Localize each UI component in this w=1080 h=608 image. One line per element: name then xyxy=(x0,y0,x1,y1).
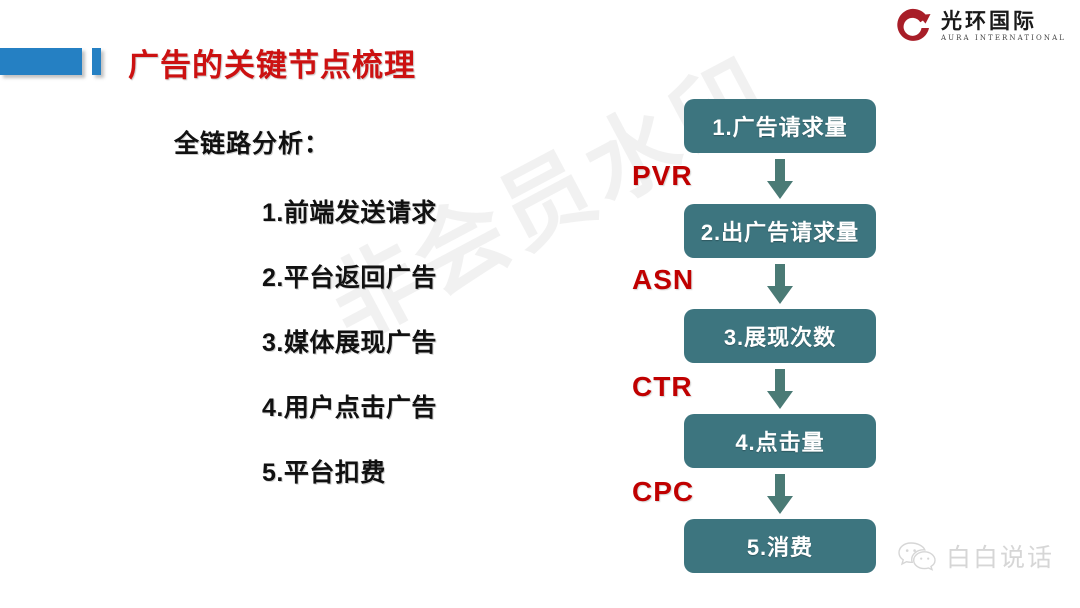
channel-watermark-text: 白白说话 xyxy=(946,543,1055,572)
flow-arrow-3 xyxy=(684,363,876,414)
aura-swirl-icon xyxy=(894,6,934,46)
list-item: 5.平台扣费 xyxy=(262,459,386,487)
arrow-down-icon xyxy=(767,158,793,199)
step-list: 1.前端发送请求 2.平台返回广告 3.媒体展现广告 4.用户点击广告 5.平台… xyxy=(262,196,437,521)
list-item: 1.前端发送请求 xyxy=(262,199,437,227)
flow-arrow-2 xyxy=(684,258,876,309)
flow-node-1: 1.广告请求量 xyxy=(684,99,876,153)
wechat-icon xyxy=(898,541,936,571)
flow-arrow-1 xyxy=(684,153,876,204)
metric-label-asn: ASN xyxy=(632,264,695,295)
arrow-down-icon xyxy=(767,263,793,304)
arrow-down-icon xyxy=(767,368,793,409)
arrow-down-icon xyxy=(767,473,793,514)
brand-logo: 光环国际 AURA INTERNATIONAL xyxy=(894,6,1066,46)
list-item: 3.媒体展现广告 xyxy=(262,329,437,357)
flow-arrow-4 xyxy=(684,468,876,519)
funnel-flowchart: 1.广告请求量 2.出广告请求量 3.展现次数 4.点击量 5.消费 xyxy=(684,99,876,573)
title-accent-tick xyxy=(92,48,101,75)
flow-node-2: 2.出广告请求量 xyxy=(684,204,876,258)
channel-watermark: 白白说话 xyxy=(898,538,1054,574)
metric-label-cpc: CPC xyxy=(632,476,695,507)
logo-text-en: AURA INTERNATIONAL xyxy=(940,34,1066,42)
metric-label-pvr: PVR xyxy=(632,160,693,191)
flow-node-5: 5.消费 xyxy=(684,519,876,573)
flow-node-3: 3.展现次数 xyxy=(684,309,876,363)
lead-heading: 全链路分析： xyxy=(174,130,331,158)
list-item: 2.平台返回广告 xyxy=(262,264,437,292)
title-accent-bar xyxy=(0,48,82,75)
flow-node-4: 4.点击量 xyxy=(684,414,876,468)
logo-text-cn: 光环国际 xyxy=(940,8,1037,33)
list-item: 4.用户点击广告 xyxy=(262,394,437,422)
page-title: 广告的关键节点梳理 xyxy=(128,48,416,83)
metric-label-ctr: CTR xyxy=(632,371,693,402)
